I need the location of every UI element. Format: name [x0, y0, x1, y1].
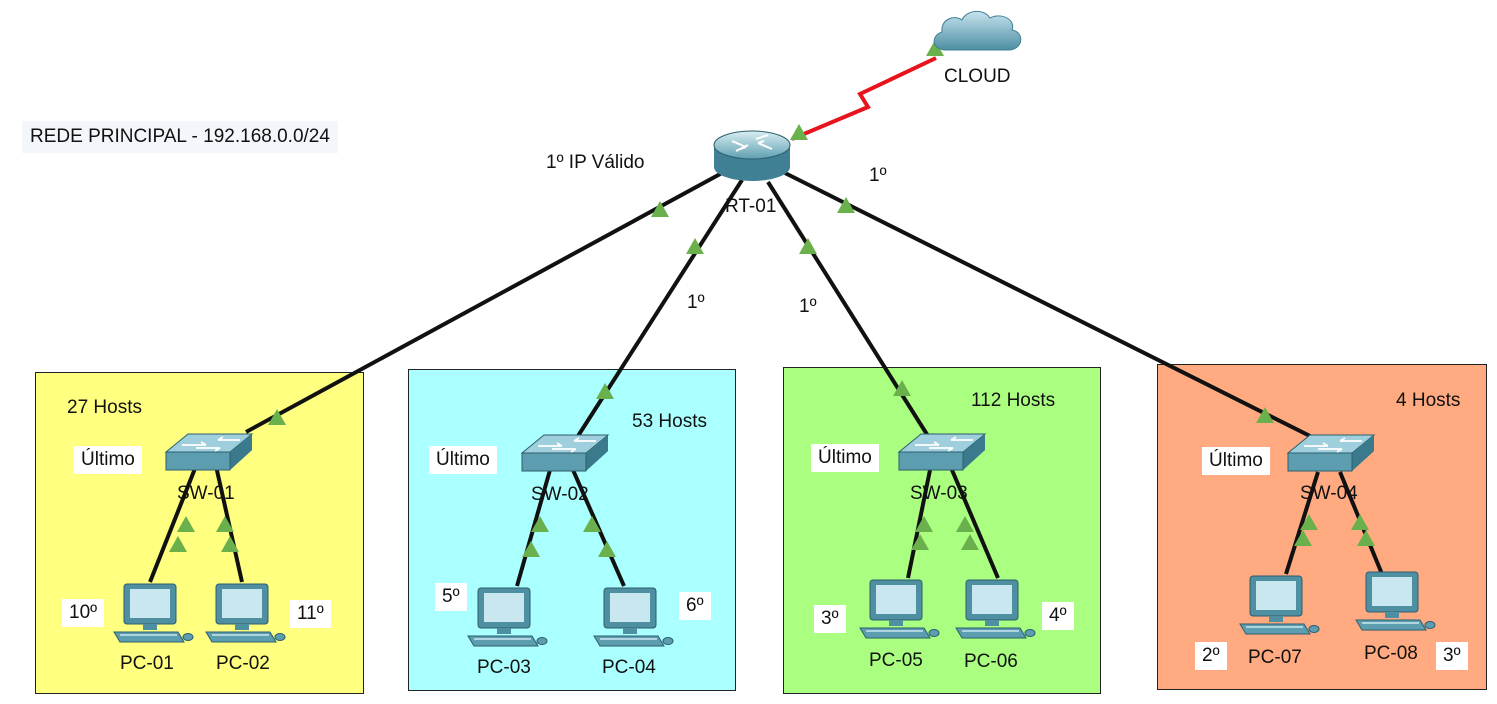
zone-2-last-label: Último [429, 446, 497, 474]
zone-4 [1157, 364, 1487, 690]
router-ip-note: 1º IP Válido [546, 152, 645, 173]
pc-icon-pc07[interactable] [1239, 575, 1320, 635]
link-label-sw04: 1º [862, 162, 894, 190]
pc-icon-pc08[interactable] [1355, 571, 1436, 631]
zone-3-hosts: 112 Hosts [971, 390, 1056, 411]
link-sw04-pc07 [1284, 471, 1320, 575]
pc-label-pc05: PC-05 [869, 650, 923, 671]
switch-label-sw04: SW-04 [1300, 483, 1358, 504]
pc-order-pc08: 3º [1436, 642, 1468, 670]
pc-icon-pc05[interactable] [859, 579, 940, 639]
link-label-sw02: 1º [680, 289, 712, 317]
pc-order-pc06: 4º [1042, 602, 1074, 630]
switch-icon-sw03[interactable] [898, 433, 986, 471]
link-sw03-pc06 [950, 469, 1000, 579]
zone-1-last-label: Último [74, 446, 142, 474]
pc-order-pc04: 6º [679, 592, 711, 620]
pc-icon-pc03[interactable] [467, 587, 548, 647]
cloud-icon[interactable] [933, 11, 1022, 51]
zone-3 [783, 367, 1101, 694]
link-rt-sw01 [245, 171, 723, 434]
router-label: RT-01 [725, 196, 777, 217]
pc-order-pc02: 11º [290, 600, 331, 628]
switch-label-sw02: SW-02 [531, 484, 589, 505]
zone-2-hosts: 53 Hosts [632, 411, 707, 432]
link-label-sw03: 1º [792, 293, 824, 321]
pc-icon-pc04[interactable] [593, 587, 674, 647]
pc-label-pc04: PC-04 [602, 657, 656, 678]
wan-link [791, 56, 937, 141]
pc-icon-pc02[interactable] [205, 583, 286, 643]
zone-4-last-label: Último [1202, 447, 1270, 475]
pc-label-pc07: PC-07 [1248, 647, 1302, 668]
cloud-label: CLOUD [944, 66, 1011, 87]
pc-order-pc03: 5º [435, 583, 467, 611]
zone-4-hosts: 4 Hosts [1396, 390, 1461, 411]
link-sw03-pc05 [906, 469, 932, 579]
switch-icon-sw01[interactable] [165, 433, 253, 471]
pc-label-pc08: PC-08 [1364, 643, 1418, 664]
pc-order-pc05: 3º [814, 605, 846, 633]
switch-label-sw01: SW-01 [177, 483, 235, 504]
zone-2 [408, 369, 736, 691]
switch-icon-sw02[interactable] [521, 434, 609, 472]
pc-label-pc06: PC-06 [964, 651, 1018, 672]
pc-icon-pc01[interactable] [113, 583, 194, 643]
network-title: REDE PRINCIPAL - 192.168.0.0/24 [22, 121, 338, 153]
link-rt-sw04 [784, 171, 1319, 442]
zone-1 [35, 372, 364, 694]
port-indicators [169, 40, 1375, 557]
switch-label-sw03: SW-03 [910, 483, 968, 504]
pc-label-pc03: PC-03 [477, 657, 531, 678]
link-sw01-pc01 [148, 465, 198, 583]
pc-order-pc01: 10º [62, 599, 105, 627]
router-icon[interactable] [713, 130, 791, 181]
pc-label-pc01: PC-01 [120, 653, 174, 674]
switch-icon-sw04[interactable] [1287, 434, 1375, 472]
pc-icon-pc06[interactable] [955, 579, 1036, 639]
zone-1-hosts: 27 Hosts [67, 397, 142, 418]
zone-3-last-label: Último [811, 444, 879, 472]
pc-label-pc02: PC-02 [216, 653, 270, 674]
pc-order-pc07: 2º [1195, 642, 1227, 670]
